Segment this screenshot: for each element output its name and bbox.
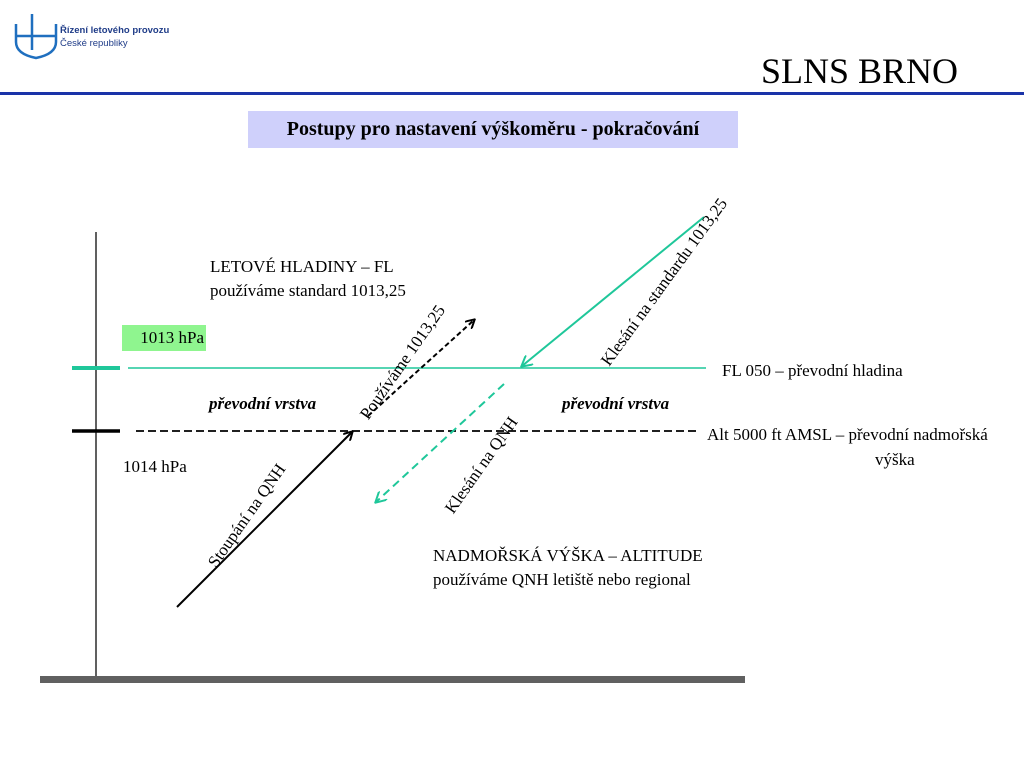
- company-logo: [14, 14, 58, 60]
- hpa-1014-label: 1014 hPa: [123, 457, 187, 476]
- hpa-1013-badge: 1013 hPa: [122, 325, 206, 351]
- descent-standard-arrow: [522, 216, 705, 366]
- transition-layer-left: převodní vrstva: [209, 394, 317, 413]
- transition-altitude-label: Alt 5000 ft AMSL – převodní nadmořská: [707, 425, 988, 444]
- fl050-label: FL 050 – převodní hladina: [722, 361, 903, 380]
- header-divider: [0, 92, 1024, 95]
- page-title: SLNS BRNO: [760, 51, 958, 91]
- ground-bar: [40, 676, 745, 683]
- slide-subtitle: Postupy pro nastavení výškoměru - pokrač…: [248, 111, 738, 148]
- flight-levels-subtitle: používáme standard 1013,25: [210, 281, 406, 300]
- flight-levels-title: LETOVÉ HLADINY – FL: [210, 257, 394, 276]
- altitude-title: NADMOŘSKÁ VÝŠKA – ALTITUDE: [433, 546, 703, 565]
- descent-qnh-arrow: [376, 383, 505, 502]
- logo-text: Řízení letového provozu České republiky: [60, 24, 169, 50]
- transition-altitude-label-line2: výška: [875, 450, 915, 469]
- logo-line1: Řízení letového provozu: [60, 25, 170, 36]
- climb-arrow: [176, 432, 352, 608]
- transition-layer-right: převodní vrstva: [562, 394, 670, 413]
- altitude-subtitle: používáme QNH letiště nebo regional: [433, 570, 691, 589]
- logo-line2: České republiky: [60, 38, 128, 49]
- hpa-1013-label: 1013 hPa: [140, 328, 204, 347]
- logo-emblem-icon: [14, 14, 58, 60]
